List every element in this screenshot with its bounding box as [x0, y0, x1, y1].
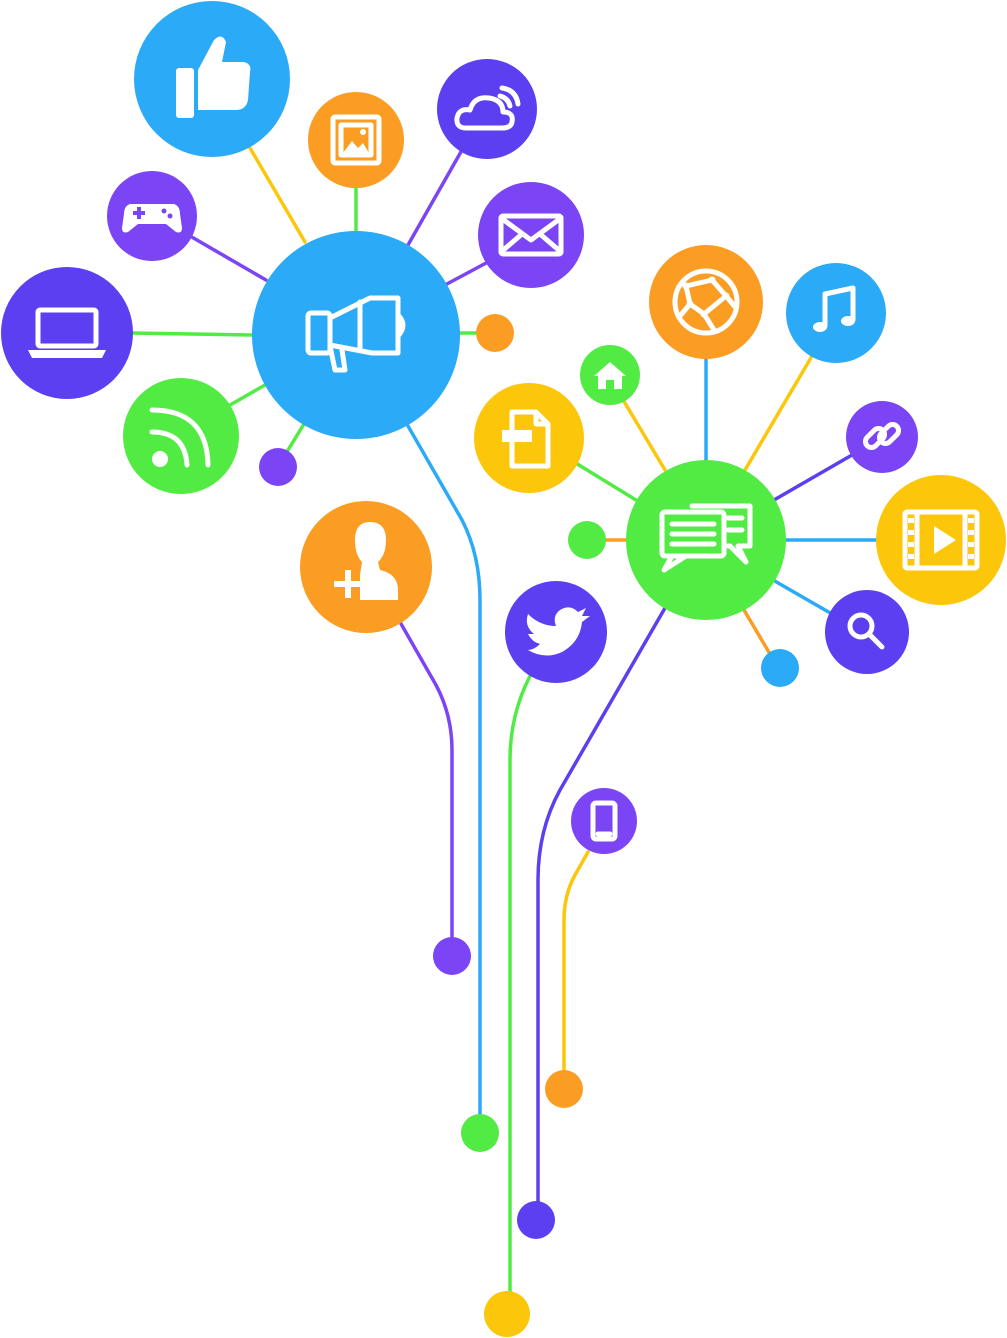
- laptop-icon: [28, 307, 106, 358]
- cloud-wifi-icon: [454, 85, 521, 131]
- video-film-icon: [902, 509, 980, 571]
- dot-blue-right: [761, 649, 799, 687]
- node-smartphone[interactable]: [571, 788, 637, 854]
- dot-purple-left: [259, 448, 297, 486]
- node-rss[interactable]: [123, 378, 239, 494]
- smartphone-icon: [590, 800, 618, 842]
- connector-search: [771, 578, 834, 616]
- connector-laptop: [130, 331, 254, 337]
- chat-bubbles-icon: [659, 503, 753, 573]
- dot-orange-end: [545, 1070, 583, 1108]
- dot-purple-blue-end: [517, 1201, 555, 1239]
- home-icon: [594, 362, 626, 389]
- node-globe[interactable]: [649, 245, 763, 359]
- connector-gamepad: [188, 234, 268, 282]
- connector-link: [772, 453, 854, 502]
- envelope-icon: [498, 213, 564, 257]
- megaphone-hub: [252, 231, 460, 439]
- dot-yellow-end: [484, 1291, 530, 1337]
- connector-add-user-stem: [398, 620, 454, 942]
- twitter-bird-icon: [526, 607, 590, 656]
- globe-network-icon: [672, 268, 740, 336]
- node-add-user[interactable]: [300, 501, 432, 633]
- node-music[interactable]: [786, 263, 886, 363]
- connector-document: [572, 460, 638, 502]
- connector-music: [743, 354, 814, 472]
- connectors: [130, 146, 880, 1300]
- connector-thumbs-up: [248, 146, 307, 244]
- search-icon: [847, 612, 885, 650]
- dot-green-left: [568, 521, 606, 559]
- node-home[interactable]: [580, 345, 640, 405]
- connector-dot-purple-small: [286, 422, 306, 452]
- node-document[interactable]: [474, 383, 584, 493]
- music-note-icon: [813, 285, 856, 332]
- connector-smartphone-stem: [562, 850, 590, 1074]
- link-icon: [862, 421, 902, 451]
- gamepad-icon: [122, 204, 182, 233]
- node-video[interactable]: [876, 475, 1006, 605]
- connector-chat-stem: [536, 606, 667, 1204]
- node-picture[interactable]: [308, 92, 404, 188]
- dot-green-end: [461, 1114, 499, 1152]
- thumbs-up-icon: [176, 36, 251, 118]
- connector-envelope: [443, 260, 490, 287]
- connector-megaphone-stem: [406, 424, 482, 1117]
- document-icon: [502, 409, 551, 469]
- node-cloud[interactable]: [437, 59, 537, 159]
- connector-twitter-stem: [508, 674, 532, 1300]
- node-laptop[interactable]: [1, 267, 133, 399]
- connector-cloud: [406, 148, 464, 247]
- node-gamepad[interactable]: [107, 171, 197, 261]
- chat-hub: [626, 460, 786, 620]
- megaphone-icon: [305, 295, 406, 373]
- connector-rss: [228, 383, 267, 407]
- dot-purple-end: [433, 937, 471, 975]
- node-twitter[interactable]: [505, 581, 607, 683]
- terminal-dots: [259, 314, 799, 1337]
- rss-icon: [149, 407, 211, 468]
- node-envelope[interactable]: [478, 182, 584, 288]
- picture-icon: [330, 114, 382, 166]
- dot-orange-right: [476, 314, 514, 352]
- node-link[interactable]: [846, 401, 918, 473]
- connector-home: [620, 396, 667, 472]
- add-user-icon: [334, 522, 398, 600]
- node-search[interactable]: [825, 590, 909, 674]
- connector-dot-blue-small: [742, 608, 772, 656]
- node-thumbs-up[interactable]: [134, 1, 290, 157]
